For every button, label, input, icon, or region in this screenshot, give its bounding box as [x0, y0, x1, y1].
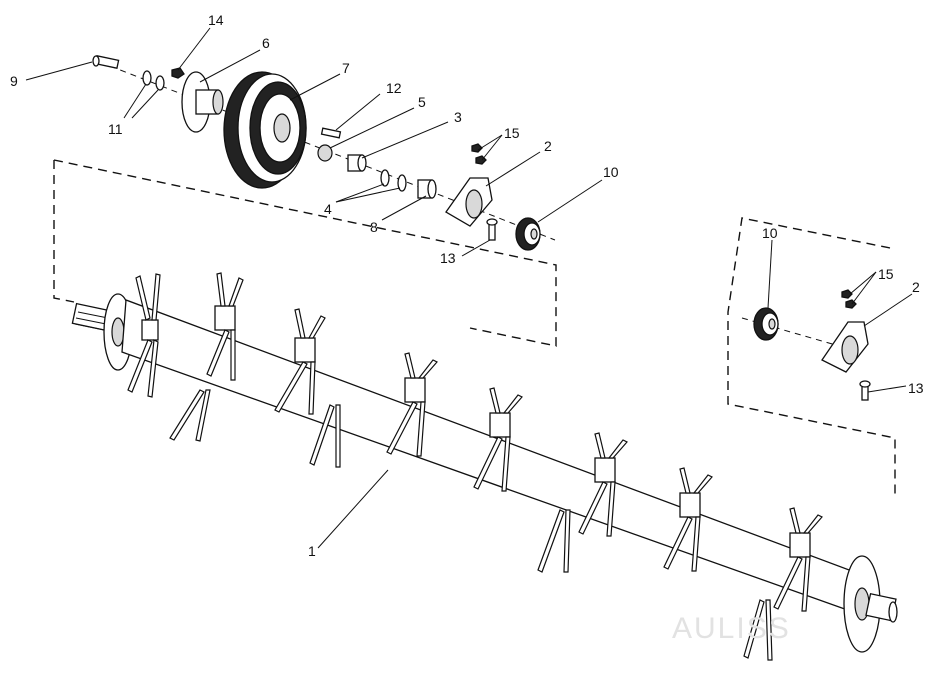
callout-5: 5	[418, 94, 426, 110]
part-7-pulley	[223, 71, 307, 189]
callout-13-left: 13	[440, 250, 456, 266]
part-9-bolt	[92, 55, 120, 69]
callout-3: 3	[454, 109, 462, 125]
callout-10-left: 10	[603, 164, 619, 180]
part-10-bearing-right	[753, 307, 779, 341]
callout-15-left: 15	[504, 125, 520, 141]
part-12-bolt	[320, 127, 342, 139]
left-assembly-dashed-box	[53, 159, 557, 347]
callout-14: 14	[208, 12, 224, 28]
part-15-nuts-right	[841, 289, 857, 309]
part-13-bolt-left	[486, 218, 498, 241]
callout-2-right: 2	[912, 279, 920, 295]
callout-labels: 1 2 2 3 4 5 6 7 8 9 10 10 11 12 13 13 14…	[10, 12, 924, 559]
callout-12: 12	[386, 80, 402, 96]
tine-clusters	[127, 272, 823, 661]
callout-9: 9	[10, 73, 18, 89]
part-11-washers	[142, 70, 165, 91]
part-6-hub	[181, 71, 224, 133]
callout-13-right: 13	[908, 380, 924, 396]
part-4-orings	[380, 169, 407, 192]
watermark-text: AULISS	[672, 612, 791, 645]
part-10-bearing-left	[515, 217, 541, 251]
part-8-sleeve	[417, 179, 437, 199]
callout-1: 1	[308, 543, 316, 559]
part-13-bolt-right	[859, 380, 871, 401]
callout-8: 8	[370, 219, 378, 235]
callout-7: 7	[342, 60, 350, 76]
callout-15-right: 15	[878, 266, 894, 282]
part-15-nuts-left	[471, 143, 487, 165]
right-assembly-dashed-box	[727, 217, 896, 495]
callout-11: 11	[108, 121, 123, 137]
part-3-bushing	[347, 154, 367, 172]
part-2-bearing-housing-right	[821, 321, 869, 373]
callout-10-right: 10	[762, 225, 778, 241]
callout-4: 4	[324, 201, 332, 217]
leader-lines	[25, 27, 913, 549]
part-5-spacer	[317, 144, 333, 162]
callout-6: 6	[262, 35, 270, 51]
callout-2-left: 2	[544, 138, 552, 154]
part-2-bearing-housing-left	[445, 177, 493, 227]
